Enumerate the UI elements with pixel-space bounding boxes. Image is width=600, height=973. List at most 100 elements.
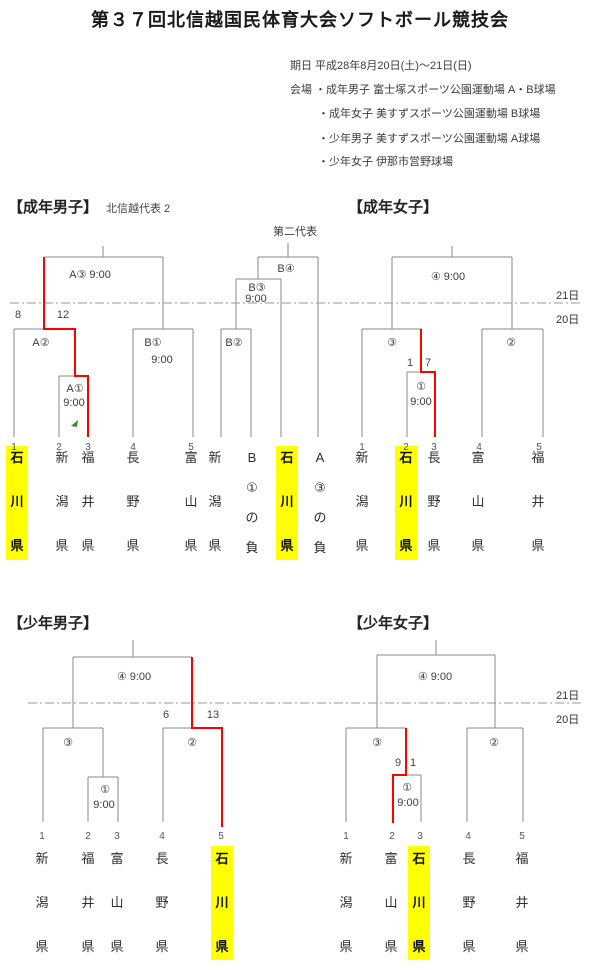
score-r1-left-aw: 1 bbox=[406, 357, 414, 369]
score-r1-left-jw: 9 bbox=[394, 757, 402, 769]
match-time-r1-jw: 9:00 bbox=[397, 797, 419, 809]
day-label-21-bottom: 21日 bbox=[556, 690, 580, 702]
day-divider-lines bbox=[10, 302, 583, 704]
position-number: 4 bbox=[476, 442, 482, 453]
match-label-r1-jw: ① bbox=[402, 782, 412, 794]
match-label-final-jw: ④ 9:00 bbox=[417, 671, 453, 683]
team-column: 新 潟 県 bbox=[55, 450, 69, 553]
team-column: 福 井 県 bbox=[81, 851, 95, 954]
team-column: 長 野 県 bbox=[427, 450, 441, 553]
day-label-20-top: 20日 bbox=[556, 314, 580, 326]
position-number: 4 bbox=[130, 442, 136, 453]
match-time-r1-aw: 9:00 bbox=[410, 396, 432, 408]
position-number: 5 bbox=[519, 831, 525, 842]
match-label-semi-right-jm: ② bbox=[187, 737, 197, 749]
venue-junior-men: ・少年男子 美すずスポーツ公園運動場 A球場 bbox=[318, 133, 541, 145]
team-column: 新 潟 県 bbox=[339, 851, 353, 954]
position-number: 4 bbox=[159, 831, 165, 842]
team-column: 富 山 県 bbox=[110, 851, 124, 954]
header-adult-women: 【成年女子】 bbox=[348, 199, 439, 216]
advance-paths bbox=[43, 257, 436, 827]
team-column: 新 潟 県 bbox=[355, 450, 369, 553]
day-label-20-bottom: 20日 bbox=[556, 714, 580, 726]
second-representative-label: 第二代表 bbox=[273, 226, 317, 238]
score-a2-left: 8 bbox=[14, 309, 22, 321]
venue-junior-women: ・少年女子 伊那市営野球場 bbox=[318, 156, 454, 168]
green-mark bbox=[71, 420, 78, 427]
position-number: 1 bbox=[11, 442, 17, 453]
position-number: 3 bbox=[417, 831, 423, 842]
team-column-repechage: 新 潟 県 bbox=[208, 450, 222, 553]
position-number: 3 bbox=[114, 831, 120, 842]
team-column-ishikawa: 石 川 県 bbox=[412, 851, 426, 954]
team-column: 福 井 県 bbox=[531, 450, 545, 553]
match-label-a1: A① bbox=[66, 383, 84, 395]
header-adult-men: 【成年男子】 bbox=[8, 199, 99, 216]
schedule-date: 期日 平成28年8月20日(土)～21日(日) bbox=[290, 60, 472, 72]
team-column: 富 山 県 bbox=[184, 450, 198, 553]
highlight-ishikawa-repechage bbox=[276, 446, 298, 560]
team-column: 福 井 県 bbox=[81, 450, 95, 553]
team-column: 長 野 県 bbox=[126, 450, 140, 553]
match-label-semi-right-aw: ② bbox=[506, 337, 516, 349]
advance-path-junior-men bbox=[191, 657, 223, 827]
page-title: 第３７回北信越国民体育大会ソフトボール競技会 bbox=[91, 10, 509, 30]
position-number: 4 bbox=[465, 831, 471, 842]
match-label-semi-left-jw: ③ bbox=[372, 737, 382, 749]
match-label-b3: B③ bbox=[248, 282, 266, 294]
position-number: 5 bbox=[218, 831, 224, 842]
team-column: 新 潟 県 bbox=[35, 851, 49, 954]
highlight-ishikawa-adult-women bbox=[395, 446, 417, 560]
match-label-semi-left-jm: ③ bbox=[63, 737, 73, 749]
position-number: 1 bbox=[39, 831, 45, 842]
position-number: 2 bbox=[56, 442, 62, 453]
score-semi-left-jm: 6 bbox=[162, 709, 170, 721]
position-number: 1 bbox=[343, 831, 349, 842]
team-column: 福 井 県 bbox=[515, 851, 529, 954]
match-label-b2: B② bbox=[225, 337, 243, 349]
match-label-final-aw: ④ 9:00 bbox=[430, 271, 466, 283]
match-label-a2: A② bbox=[32, 337, 50, 349]
match-label-r1-aw: ① bbox=[416, 381, 426, 393]
score-a2-right: 12 bbox=[56, 309, 70, 321]
advance-path-junior-women bbox=[392, 728, 407, 823]
venue-adult-men: 会場 ・成年男子 富士塚スポーツ公園運動場 A・B球場 bbox=[290, 84, 556, 96]
position-number: 2 bbox=[85, 831, 91, 842]
advance-path-adult-men bbox=[43, 257, 89, 437]
day-label-21-top: 21日 bbox=[556, 290, 580, 302]
highlight-ishikawa-junior-men bbox=[211, 846, 233, 960]
match-time-b3: 9:00 bbox=[245, 293, 267, 305]
venue-adult-women: ・成年女子 美すずスポーツ公園運動場 B球場 bbox=[318, 108, 541, 120]
match-label-r1-jm: ① bbox=[100, 784, 110, 796]
team-column: 長 野 県 bbox=[462, 851, 476, 954]
match-label-final-jm: ④ 9:00 bbox=[116, 671, 152, 683]
match-label-semi-right-jw: ② bbox=[489, 737, 499, 749]
position-number: 2 bbox=[403, 442, 409, 453]
match-time-r1-jm: 9:00 bbox=[93, 799, 115, 811]
loser-of-b1-label: B ① の 負 bbox=[245, 450, 259, 555]
team-column-ishikawa-repechage: 石 川 県 bbox=[280, 450, 294, 553]
team-column-ishikawa: 石 川 県 bbox=[10, 450, 24, 553]
highlight-ishikawa-junior-women bbox=[408, 846, 430, 960]
score-semi-right-jm: 13 bbox=[206, 709, 220, 721]
position-number: 1 bbox=[359, 442, 365, 453]
match-label-b1: B① bbox=[144, 337, 162, 349]
position-number: 5 bbox=[188, 442, 194, 453]
bracket-lines-gray bbox=[13, 243, 544, 822]
position-number: 2 bbox=[389, 831, 395, 842]
team-column: 富 山 県 bbox=[471, 450, 485, 553]
match-label-semi-left-aw: ③ bbox=[387, 337, 397, 349]
highlight-ishikawa-adult-men bbox=[6, 446, 28, 560]
header-junior-men: 【少年男子】 bbox=[8, 615, 99, 632]
note-hokushinetsu-reps: 北信越代表 2 bbox=[106, 203, 171, 215]
score-r1-right-aw: 7 bbox=[424, 357, 432, 369]
match-label-b4: B④ bbox=[277, 263, 295, 275]
score-r1-right-jw: 1 bbox=[409, 757, 417, 769]
header-junior-women: 【少年女子】 bbox=[348, 615, 439, 632]
team-column-ishikawa: 石 川 県 bbox=[399, 450, 413, 553]
team-column: 長 野 県 bbox=[155, 851, 169, 954]
position-number: 5 bbox=[536, 442, 542, 453]
match-label-a3: A③ 9:00 bbox=[69, 269, 111, 281]
position-number: 3 bbox=[85, 442, 91, 453]
